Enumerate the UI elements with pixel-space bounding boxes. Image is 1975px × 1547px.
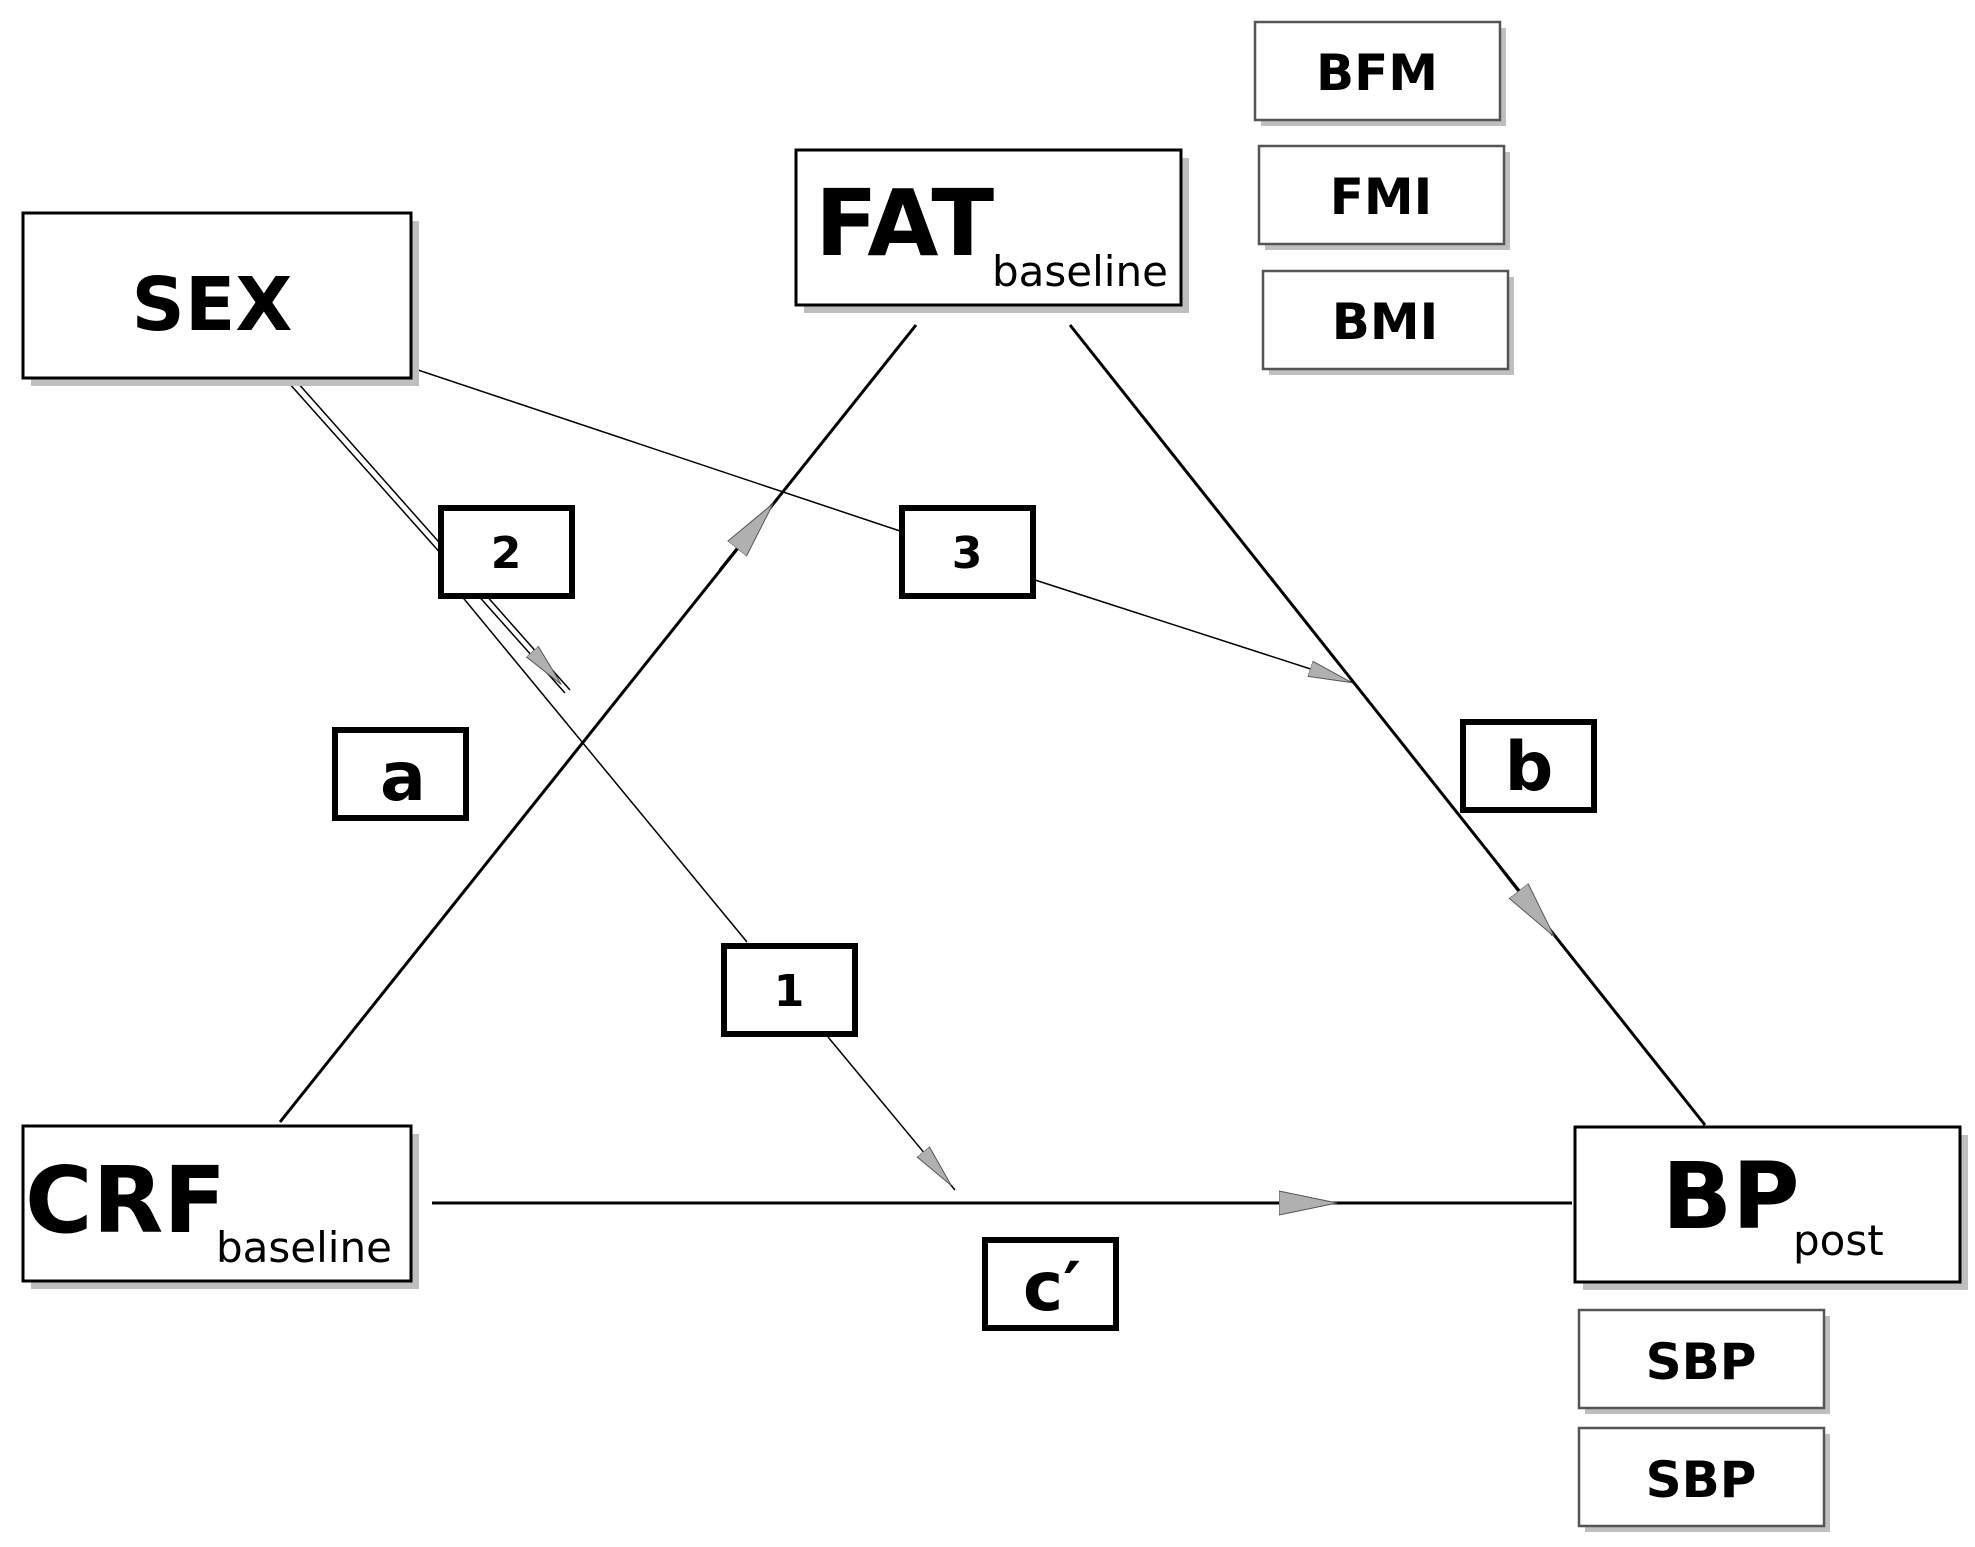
fat-measure-box: FMI [1257, 144, 1510, 250]
node-fat-subscript: baseline [992, 247, 1168, 296]
node-bp: BP post [1573, 1125, 1968, 1290]
moderation-2-line [287, 381, 566, 694]
moderation-label-1: 1 [721, 943, 858, 1037]
moderation-1-line-upper [459, 593, 748, 943]
node-fat-label: FAT [815, 170, 994, 277]
moderation-label-2-text: 2 [491, 528, 522, 579]
path-label-a: a [332, 727, 469, 821]
fat-measure-label: BMI [1332, 293, 1438, 351]
moderation-3-line-upper [411, 367, 901, 532]
node-crf: CRF baseline [21, 1124, 419, 1289]
path-label-b-text: b [1505, 728, 1554, 807]
path-label-b: b [1460, 719, 1597, 813]
node-fat: FAT baseline [794, 148, 1189, 313]
path-b-line [1068, 324, 1707, 1126]
bp-measure-label: SBP [1646, 1451, 1757, 1509]
moderation-2-line-inner [296, 381, 571, 691]
moderation-label-3-text: 3 [952, 528, 983, 579]
moderation-label-3: 3 [899, 505, 1036, 599]
path-b-arrow [1498, 866, 1553, 935]
path-label-c: c′ [982, 1237, 1119, 1331]
path-label-a-text: a [380, 738, 426, 817]
path-a-line [278, 324, 918, 1123]
moderation-label-1-text: 1 [774, 966, 805, 1017]
bp-measure-box: SBP [1577, 1308, 1830, 1414]
moderation-2-arrow [500, 615, 560, 683]
node-bp-subscript: post [1793, 1216, 1884, 1265]
node-crf-label: CRF [25, 1147, 226, 1254]
node-crf-subscript: baseline [216, 1223, 392, 1272]
fat-measure-box: BMI [1261, 269, 1514, 375]
path-a-arrow [718, 505, 772, 571]
bp-measure-box: SBP [1577, 1426, 1830, 1532]
bp-measure-label: SBP [1646, 1333, 1757, 1391]
node-sex: SEX [21, 211, 419, 386]
fat-measure-box: BFM [1253, 20, 1506, 126]
path-label-c-text: c′ [1023, 1248, 1081, 1327]
moderation-label-2: 2 [438, 505, 575, 599]
fat-measure-label: BFM [1316, 44, 1438, 102]
node-bp-label: BP [1662, 1143, 1800, 1250]
node-sex-label: SEX [132, 262, 293, 348]
moderation-1-line-lower [827, 1036, 956, 1191]
fat-measure-label: FMI [1330, 168, 1433, 226]
moderation-3-line-lower [1034, 579, 1355, 684]
